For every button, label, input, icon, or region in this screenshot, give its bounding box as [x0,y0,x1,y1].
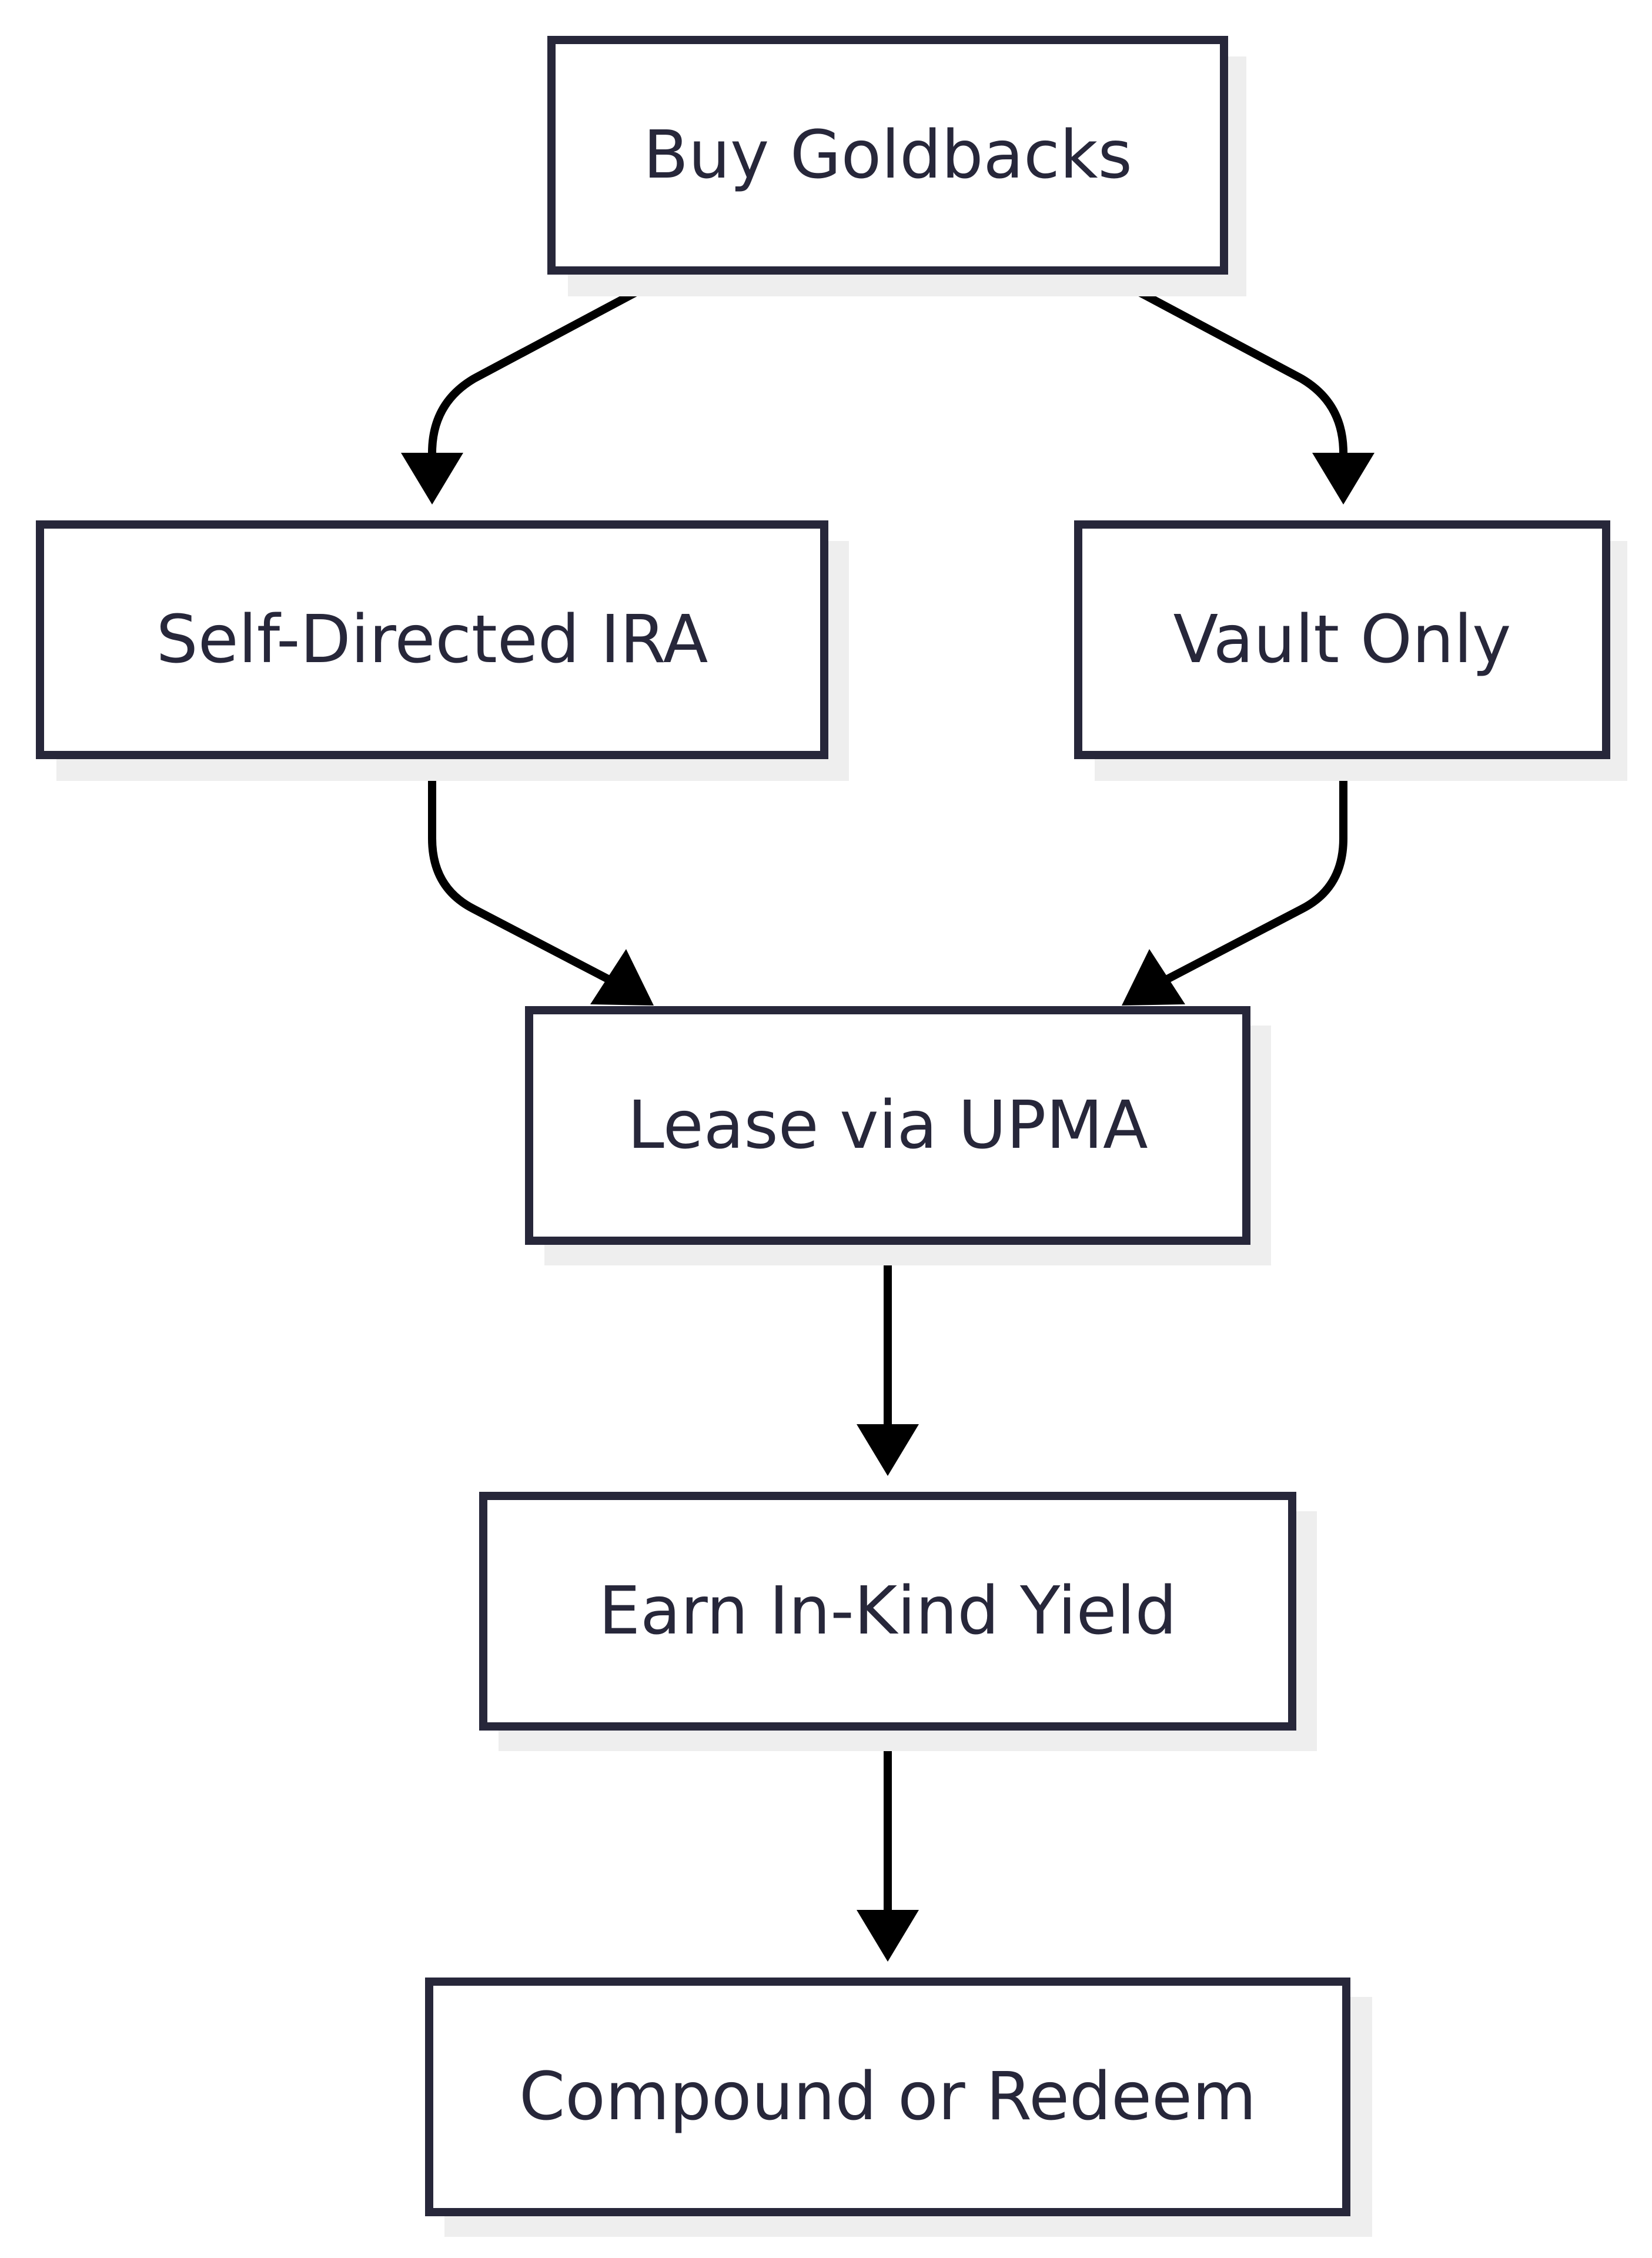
arrowhead [1122,949,1185,1006]
node-vault-only: Vault Only [1074,520,1627,781]
node-self-directed-ira: Self-Directed IRA [36,520,849,781]
node-box [547,36,1228,275]
arrowhead [590,949,654,1006]
node-buy-goldbacks: Buy Goldbacks [547,36,1246,296]
edge-vault-to-lease [1122,752,1347,1006]
node-label: Compound or Redeem [519,2059,1256,2135]
node-label: Vault Only [1173,602,1511,678]
edge-line [428,270,674,463]
node-box [425,1978,1350,2216]
edge-ira-to-lease [428,752,654,1006]
edges [401,270,1375,1962]
node-box [479,1492,1296,1731]
edge-buy-to-vault [1101,270,1375,505]
node-label: Lease via UPMA [627,1087,1148,1164]
arrowhead [857,1910,919,1962]
edge-line [1101,270,1347,463]
node-label: Self-Directed IRA [156,602,708,678]
node-label: Buy Goldbacks [643,117,1132,193]
edge-line [428,752,616,985]
node-compound-or-redeem: Compound or Redeem [425,1978,1372,2237]
node-earn-in-kind-yield: Earn In-Kind Yield [479,1492,1317,1751]
arrowhead [1312,453,1375,505]
edge-line [1160,752,1347,985]
node-box [1074,520,1610,759]
edge-buy-to-ira [401,270,674,505]
node-lease-via-upma: Lease via UPMA [525,1006,1271,1265]
edge-lease-to-yield [857,1238,919,1476]
node-label: Earn In-Kind Yield [598,1573,1176,1649]
node-box [36,520,828,759]
arrowhead [857,1424,919,1476]
arrowhead [401,453,463,505]
edge-yield-to-redeem [857,1723,919,1962]
node-box [525,1006,1250,1245]
